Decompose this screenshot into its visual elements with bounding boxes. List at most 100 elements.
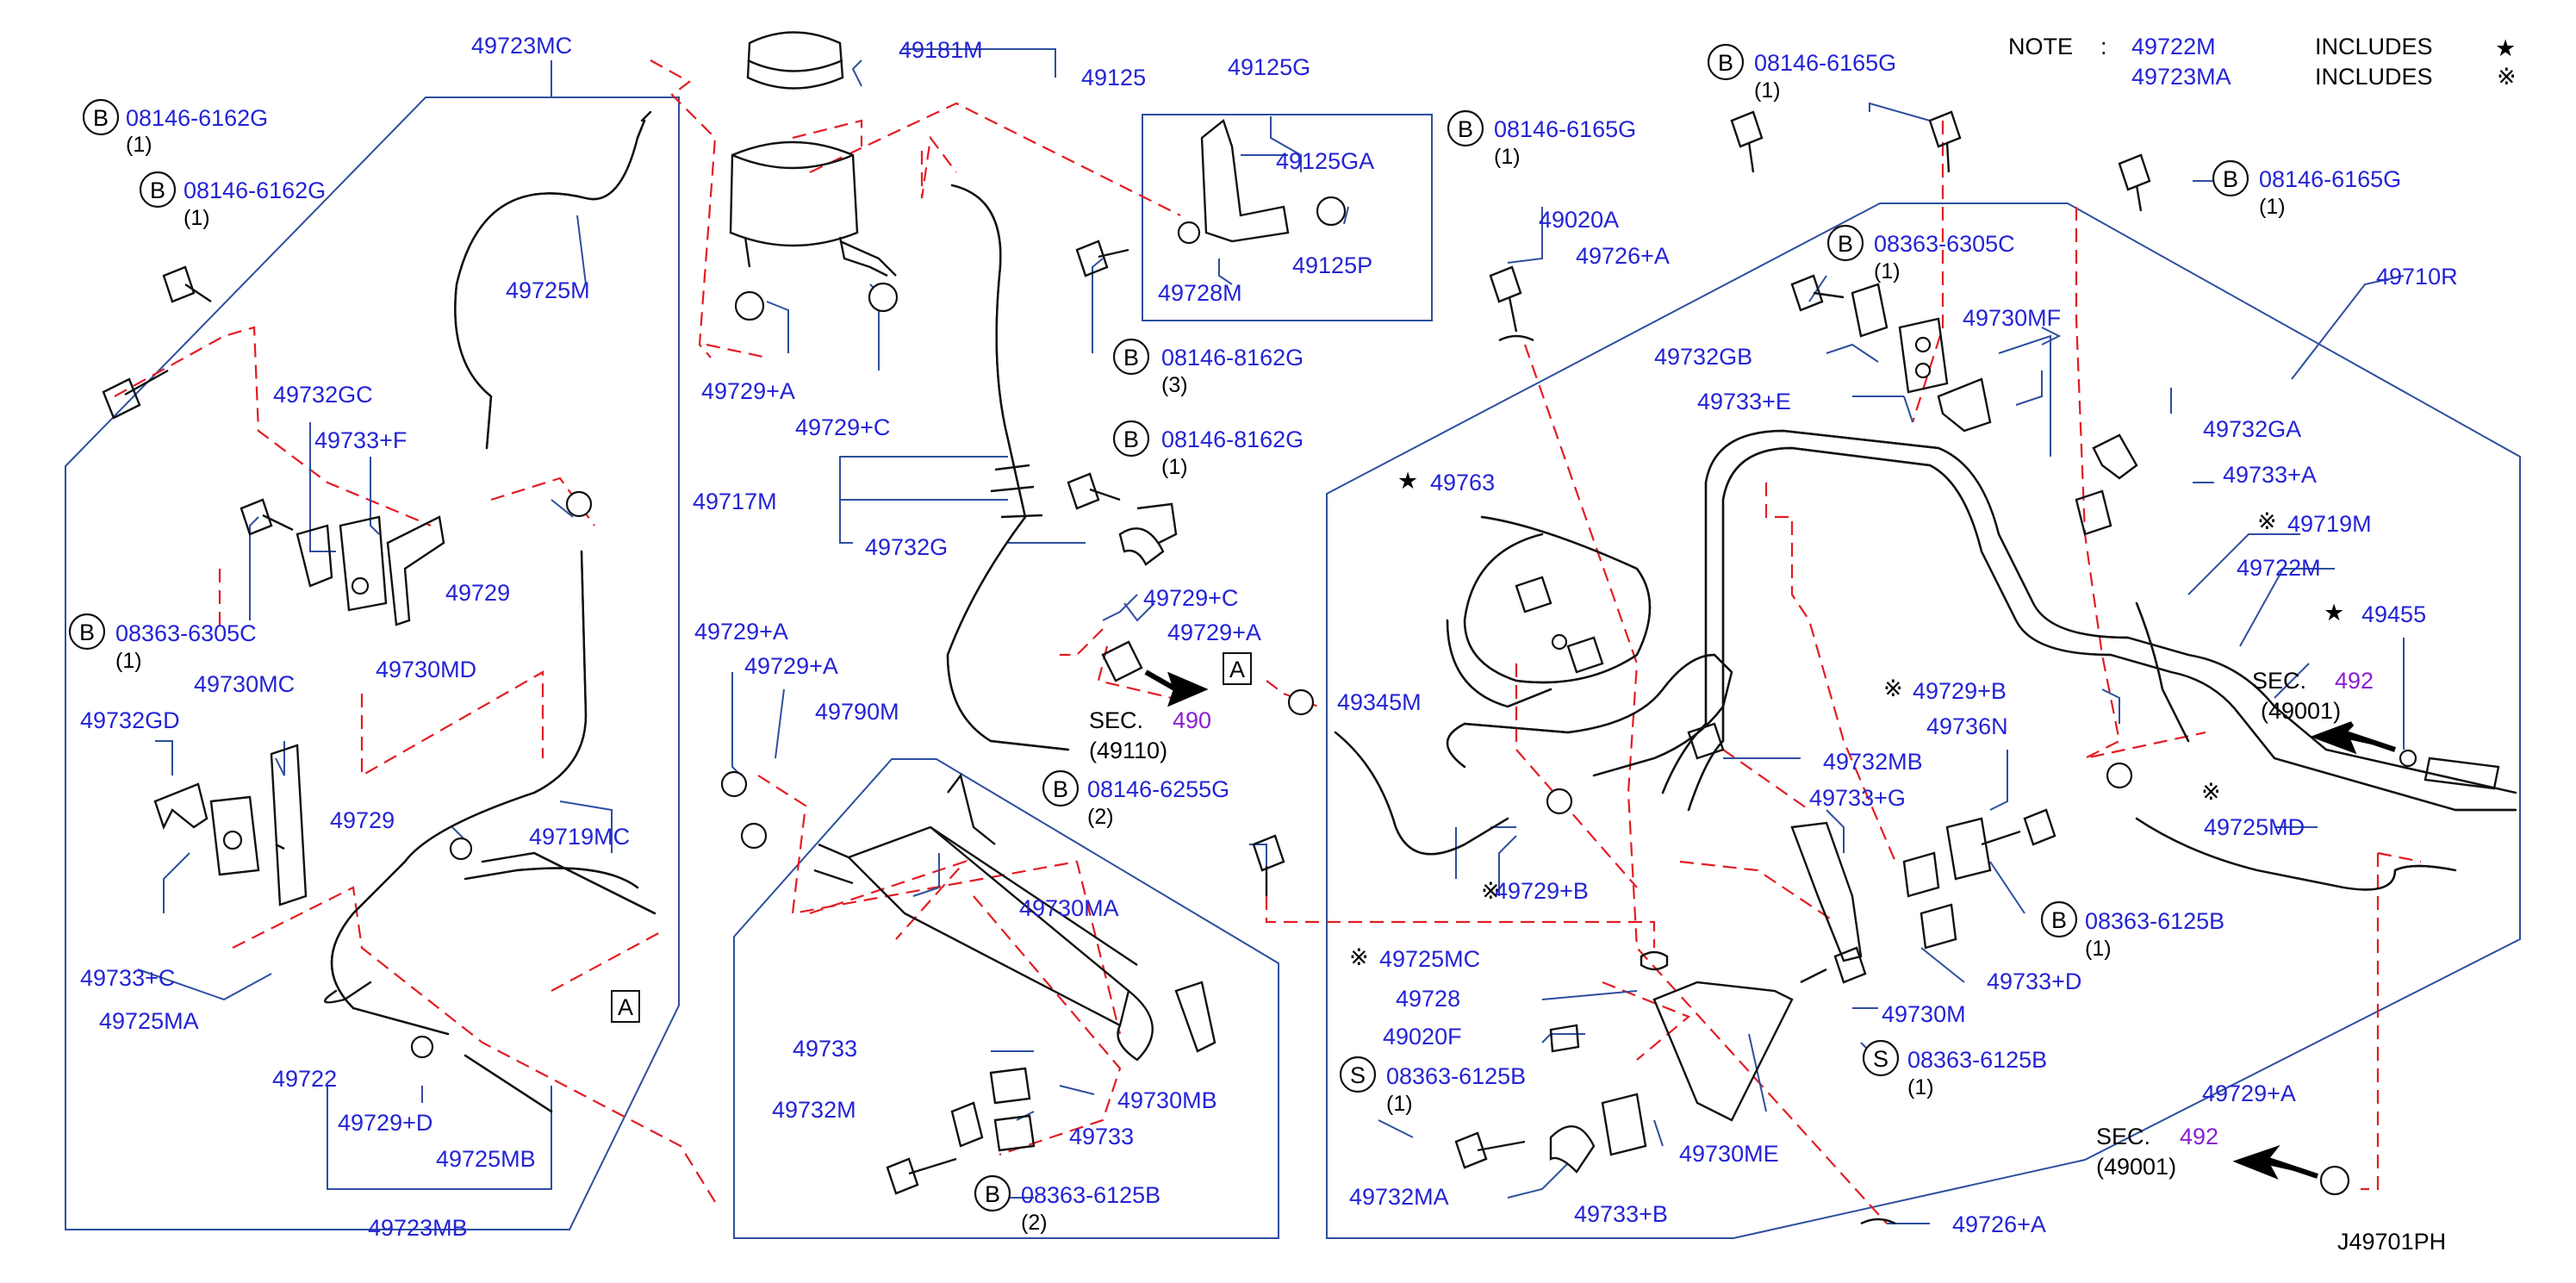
label-49732gd: 49732GD	[80, 707, 180, 733]
bolt-08146-6165g-b	[1928, 110, 1962, 173]
washer-49728	[1640, 950, 1669, 971]
label-49729a: 49729+A	[1167, 620, 1261, 645]
label-49730m: 49730M	[1882, 1001, 1966, 1027]
grommet-49733b	[1601, 1093, 1647, 1156]
leader-lines	[137, 48, 2405, 1224]
svg-text:49722M: 49722M	[2131, 34, 2216, 59]
o-ring-49455	[2399, 749, 2417, 768]
svg-text:A: A	[1229, 657, 1245, 682]
star-icon: ★	[2324, 600, 2344, 626]
washer-49728m	[1177, 221, 1201, 245]
svg-text:A: A	[618, 994, 633, 1020]
drawing-id: J49701PH	[2337, 1229, 2446, 1255]
star-icon: ★	[2495, 35, 2516, 61]
label-49725mb: 49725MB	[436, 1146, 536, 1172]
label-sec: SEC.	[2252, 668, 2306, 694]
kome-icon: ※	[2497, 64, 2517, 90]
bolt-08363-6125b-b	[1981, 808, 2056, 846]
kome-icon: ※	[1481, 878, 1501, 904]
bolt-08146-6165g-a	[1730, 110, 1764, 173]
bracket-49730mb	[1174, 981, 1216, 1053]
label-08363-6305c: 08363-6305C	[1874, 231, 2015, 257]
grommet-49733-b	[993, 1114, 1036, 1152]
bracket-49730m	[1790, 821, 1863, 962]
label-49729a: 49729+A	[701, 378, 795, 404]
label-49730ma: 49730MA	[1019, 895, 1119, 921]
clip-49729a-d	[1287, 688, 1315, 716]
svg-text:(2): (2)	[1087, 805, 1114, 829]
clamp-49732gc	[296, 524, 333, 588]
svg-text:B: B	[93, 105, 109, 131]
label-08146-6165g: 08146-6165G	[2259, 166, 2401, 192]
label-49733c: 49733+C	[80, 965, 175, 991]
symbols: ★ ※ ★ ※ ※ ※ ※	[1349, 468, 2344, 970]
kome-icon: ※	[2201, 779, 2221, 805]
hose-49763	[1463, 515, 1652, 684]
label-49020f: 49020F	[1383, 1024, 1462, 1049]
label-49125g: 49125G	[1228, 54, 1310, 80]
clamp-49732g	[1118, 527, 1165, 566]
pipe-49455	[2424, 757, 2500, 790]
label-08363-6125b: 08363-6125B	[1386, 1063, 1526, 1089]
label-08363-6125b: 08363-6125B	[2085, 908, 2224, 934]
clip-49729-a	[565, 490, 593, 518]
label-49728: 49728	[1396, 986, 1460, 1012]
label-49730mc: 49730MC	[194, 671, 295, 697]
svg-text:(1): (1)	[1874, 259, 1901, 283]
label-49723mc: 49723MC	[471, 33, 572, 59]
bracket-49732gb	[1851, 283, 1888, 338]
svg-text:(1): (1)	[184, 206, 210, 230]
label-49729d: 49729+D	[338, 1110, 432, 1136]
label-sec-492: 492	[2335, 668, 2374, 694]
label-49732gb: 49732GB	[1654, 344, 1752, 370]
label-08146-8162g: 08146-8162G	[1161, 427, 1304, 452]
svg-text:B: B	[1053, 776, 1068, 802]
label-49729a: 49729+A	[2202, 1081, 2296, 1106]
label-49125ga: 49125GA	[1276, 148, 1374, 174]
grommet-49125p	[1316, 196, 1347, 227]
bolt-08146-6162g-b	[162, 265, 212, 303]
hose-49345m	[1334, 731, 1509, 856]
svg-text:(1): (1)	[1386, 1092, 1413, 1116]
label-49732mb: 49732MB	[1823, 749, 1923, 775]
label-49790m: 49790M	[815, 699, 899, 725]
label-49125p: 49125P	[1292, 252, 1372, 278]
bracket-49730mc	[270, 744, 308, 906]
svg-text:B: B	[1838, 231, 1853, 257]
label-49732m: 49732M	[772, 1097, 856, 1123]
grommet-49733f	[339, 515, 388, 612]
svg-text:B: B	[150, 178, 165, 203]
bolt-08146-8162g-b	[1067, 472, 1121, 510]
label-49730mf: 49730MF	[1963, 305, 2061, 331]
svg-text:(1): (1)	[1494, 145, 1521, 169]
clip-49729a-a	[734, 290, 765, 321]
svg-text:(1): (1)	[2085, 937, 2112, 961]
label-49455: 49455	[2361, 601, 2426, 627]
circle-markers: B B B B B B B B B B B B S S A A	[68, 43, 2249, 1212]
label-49730md: 49730MD	[376, 657, 476, 682]
bolt-08363-6125b-a	[886, 1157, 957, 1195]
label-49725m: 49725M	[506, 277, 590, 303]
label-49125: 49125	[1081, 65, 1146, 90]
label-49729: 49729	[445, 580, 510, 606]
svg-text:S: S	[1350, 1062, 1366, 1088]
label-sec-492: 492	[2180, 1124, 2218, 1149]
label-49730mb: 49730MB	[1117, 1087, 1217, 1113]
arrow-sec-490	[1144, 670, 1209, 707]
label-49732ma: 49732MA	[1349, 1184, 1449, 1210]
clip-49729c-b	[1101, 640, 1143, 682]
bracket-49730mf	[1937, 377, 1992, 433]
clamp-49732gd	[153, 782, 208, 831]
clamp-49732m	[950, 1101, 984, 1148]
label-08146-6162g: 08146-6162G	[126, 105, 268, 131]
label-49729c: 49729+C	[795, 414, 890, 440]
group-outline-49710r	[1326, 202, 2521, 1239]
washer-49726a-a	[1498, 334, 1534, 342]
section-marker-a-left	[611, 990, 640, 1023]
svg-text:(3): (3)	[1161, 373, 1188, 397]
svg-text:INCLUDES: INCLUDES	[2315, 64, 2433, 90]
arrow-sec-492-a	[2310, 721, 2396, 755]
svg-text:INCLUDES: INCLUDES	[2315, 34, 2433, 59]
label-08363-6305c: 08363-6305C	[115, 620, 257, 646]
clip-49729b-b	[1546, 788, 1573, 815]
